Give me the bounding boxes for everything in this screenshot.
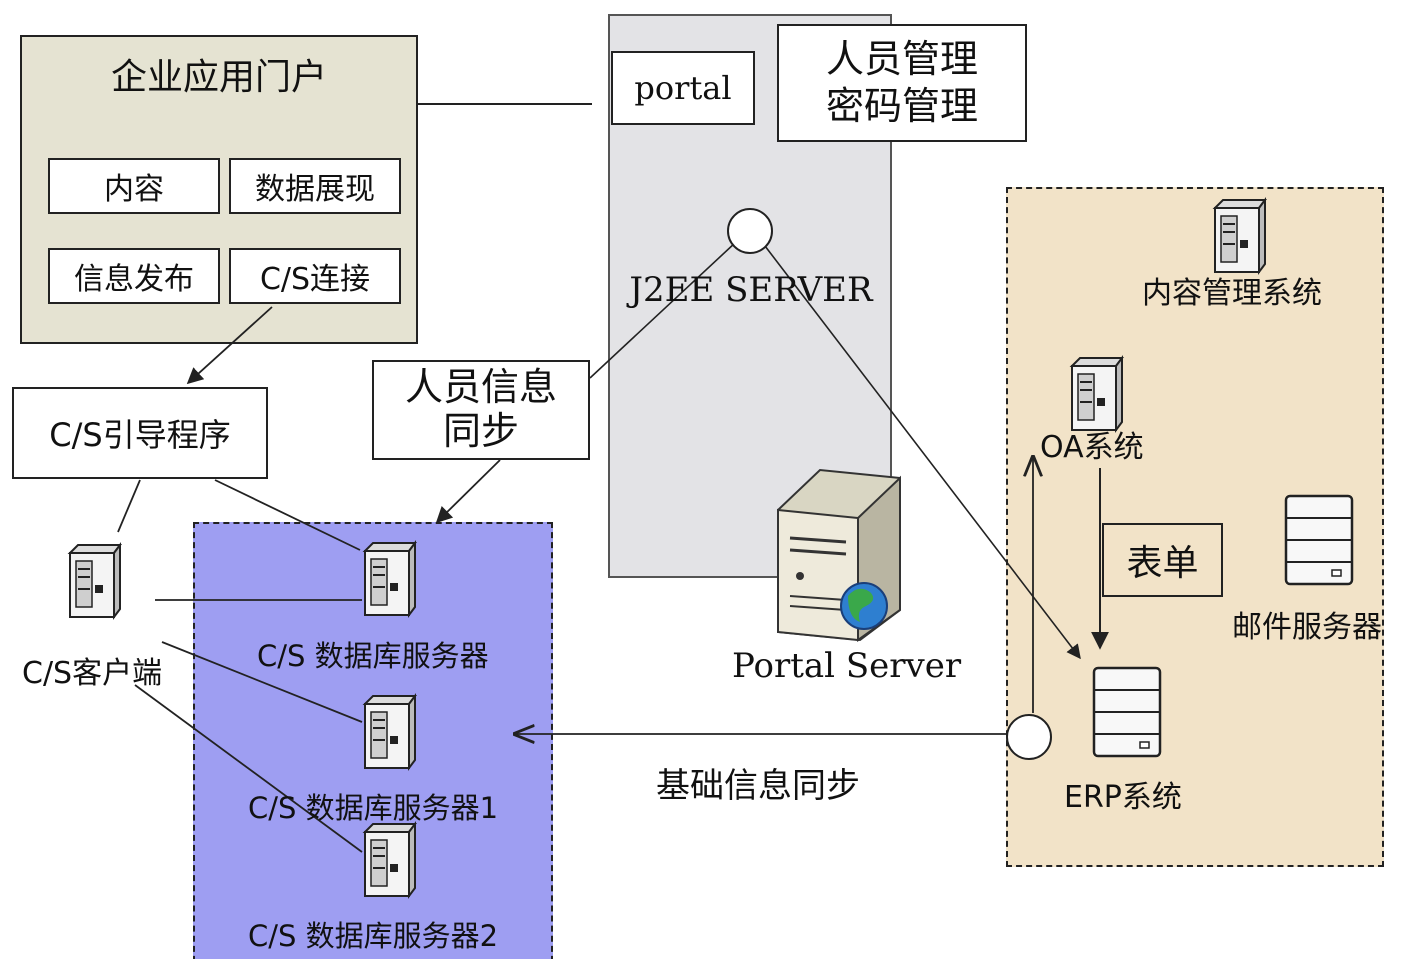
user-management-label: 人员管理 (825, 36, 978, 81)
cms-label: 内容管理系统 (1142, 276, 1322, 311)
cs-connect-box: C/S连接 (229, 248, 401, 304)
erp-label: ERP系统 (1064, 780, 1182, 815)
person-info-sync-line1: 人员信息 (404, 365, 557, 410)
person-info-sync-line2: 同步 (442, 409, 519, 453)
oa-label: OA系统 (1040, 430, 1144, 465)
user-management-box: 人员管理 密码管理 (777, 24, 1027, 142)
password-management-label: 密码管理 (825, 84, 978, 128)
data-display-box: 数据展现 (229, 158, 401, 214)
mail-server-icon (1284, 494, 1354, 586)
db-server-icon (364, 542, 416, 616)
oa-server-icon (1071, 357, 1123, 431)
client-server-icon (69, 544, 121, 618)
db-server-1-icon (364, 695, 416, 769)
portal-server-label: Portal Server (732, 646, 962, 686)
mail-server-label: 邮件服务器 (1232, 610, 1382, 645)
erp-sync-node (1006, 714, 1052, 760)
j2ee-server-label: J2EE SERVER (629, 270, 873, 310)
portal-group-title: 企业应用门户 (110, 57, 327, 98)
base-info-sync-label: 基础信息同步 (656, 766, 860, 806)
db-server-label: C/S 数据库服务器 (257, 639, 489, 673)
info-publish-box: 信息发布 (48, 248, 220, 304)
content-box: 内容 (48, 158, 220, 214)
cs-bootstrap-box: C/S引导程序 (12, 387, 268, 479)
db-server-1-label: C/S 数据库服务器1 (248, 791, 499, 825)
portal-server-icon (777, 468, 901, 642)
person-info-sync-box: 人员信息 同步 (372, 360, 590, 460)
cs-client-label: C/S客户端 (22, 656, 163, 691)
db-server-2-label: C/S 数据库服务器2 (248, 919, 499, 953)
portal-box: portal (611, 51, 755, 125)
cms-server-icon (1214, 199, 1266, 273)
j2ee-node (727, 208, 773, 254)
erp-server-icon (1092, 666, 1162, 758)
form-box: 表单 (1102, 523, 1223, 597)
db-server-2-icon (364, 823, 416, 897)
